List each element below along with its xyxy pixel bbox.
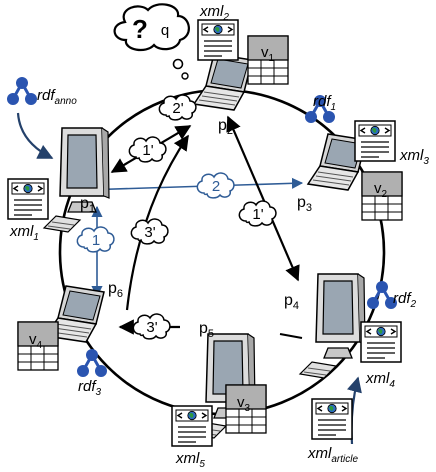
svg-text:1': 1' [142, 142, 153, 159]
xml-label-xml1: xml1 [9, 223, 39, 243]
step-3p-bottom-cloud: 3' [132, 313, 171, 340]
link-p4-xml4 [279, 333, 303, 339]
xml-document-icon [7, 178, 49, 220]
rdf-label-anno: rdfanno [37, 87, 77, 107]
xml-label-xml4: xml4 [365, 370, 395, 390]
peer-label-p6: p6 [108, 280, 123, 300]
xml-document-icon [354, 120, 396, 162]
query-symbol: ? [132, 14, 148, 44]
arrow-step-1p-right [226, 115, 300, 282]
xml-document-icon [197, 19, 239, 61]
xml-label-xml5: xml5 [175, 450, 205, 470]
view-label-v1: v1 [261, 44, 275, 64]
step-1p-right-cloud: 1' [238, 200, 277, 227]
svg-text:3': 3' [144, 224, 155, 241]
rdf-label-rdf3: rdf3 [78, 378, 102, 398]
xml-document-icon [360, 321, 402, 363]
step-1p-top-cloud: 1' [128, 136, 167, 163]
step-1-cloud: 1 [76, 226, 115, 253]
desktop-computer-icon [43, 127, 110, 233]
peer-label-p1: p1 [80, 195, 95, 215]
xml-document-icon [171, 405, 213, 447]
rdf-label-rdf1: rdf1 [313, 93, 336, 113]
xml-label-xml2: xml2 [199, 3, 229, 23]
xml-label-xml3: xml3 [399, 147, 429, 167]
arrow-step-2 [83, 177, 304, 191]
laptop-computer-icon [193, 53, 253, 111]
view-label-v3: v3 [237, 394, 251, 414]
arrow-rdf-anno-to-p1 [16, 112, 54, 159]
peer-label-p5: p5 [199, 320, 214, 340]
step-3p-left-cloud: 3' [130, 218, 169, 245]
xml-document-icon [311, 398, 353, 440]
step-2p-cloud: 2' [158, 94, 197, 121]
svg-text:3': 3' [146, 319, 157, 336]
peer-label-p3: p3 [297, 194, 312, 214]
desktop-computer-icon [299, 273, 366, 379]
arrow-step-3p-left [125, 134, 189, 311]
query-label: q [161, 22, 169, 39]
peer-label-p2: p2 [218, 117, 233, 137]
query-thought-bubble: ? q [113, 3, 190, 80]
xml-label-xml-article: xmlarticle [307, 445, 358, 465]
svg-text:2': 2' [172, 100, 183, 117]
svg-text:1: 1 [92, 232, 100, 249]
rdf-label-rdf2: rdf2 [393, 290, 417, 310]
svg-text:1': 1' [252, 206, 263, 223]
step-2-cloud: 2 [196, 172, 235, 199]
view-label-v4: v4 [29, 331, 43, 351]
view-label-v2: v2 [374, 180, 388, 200]
peer-label-p4: p4 [284, 292, 299, 312]
svg-text:2: 2 [212, 178, 220, 195]
rdf-graph-icon [5, 75, 39, 107]
